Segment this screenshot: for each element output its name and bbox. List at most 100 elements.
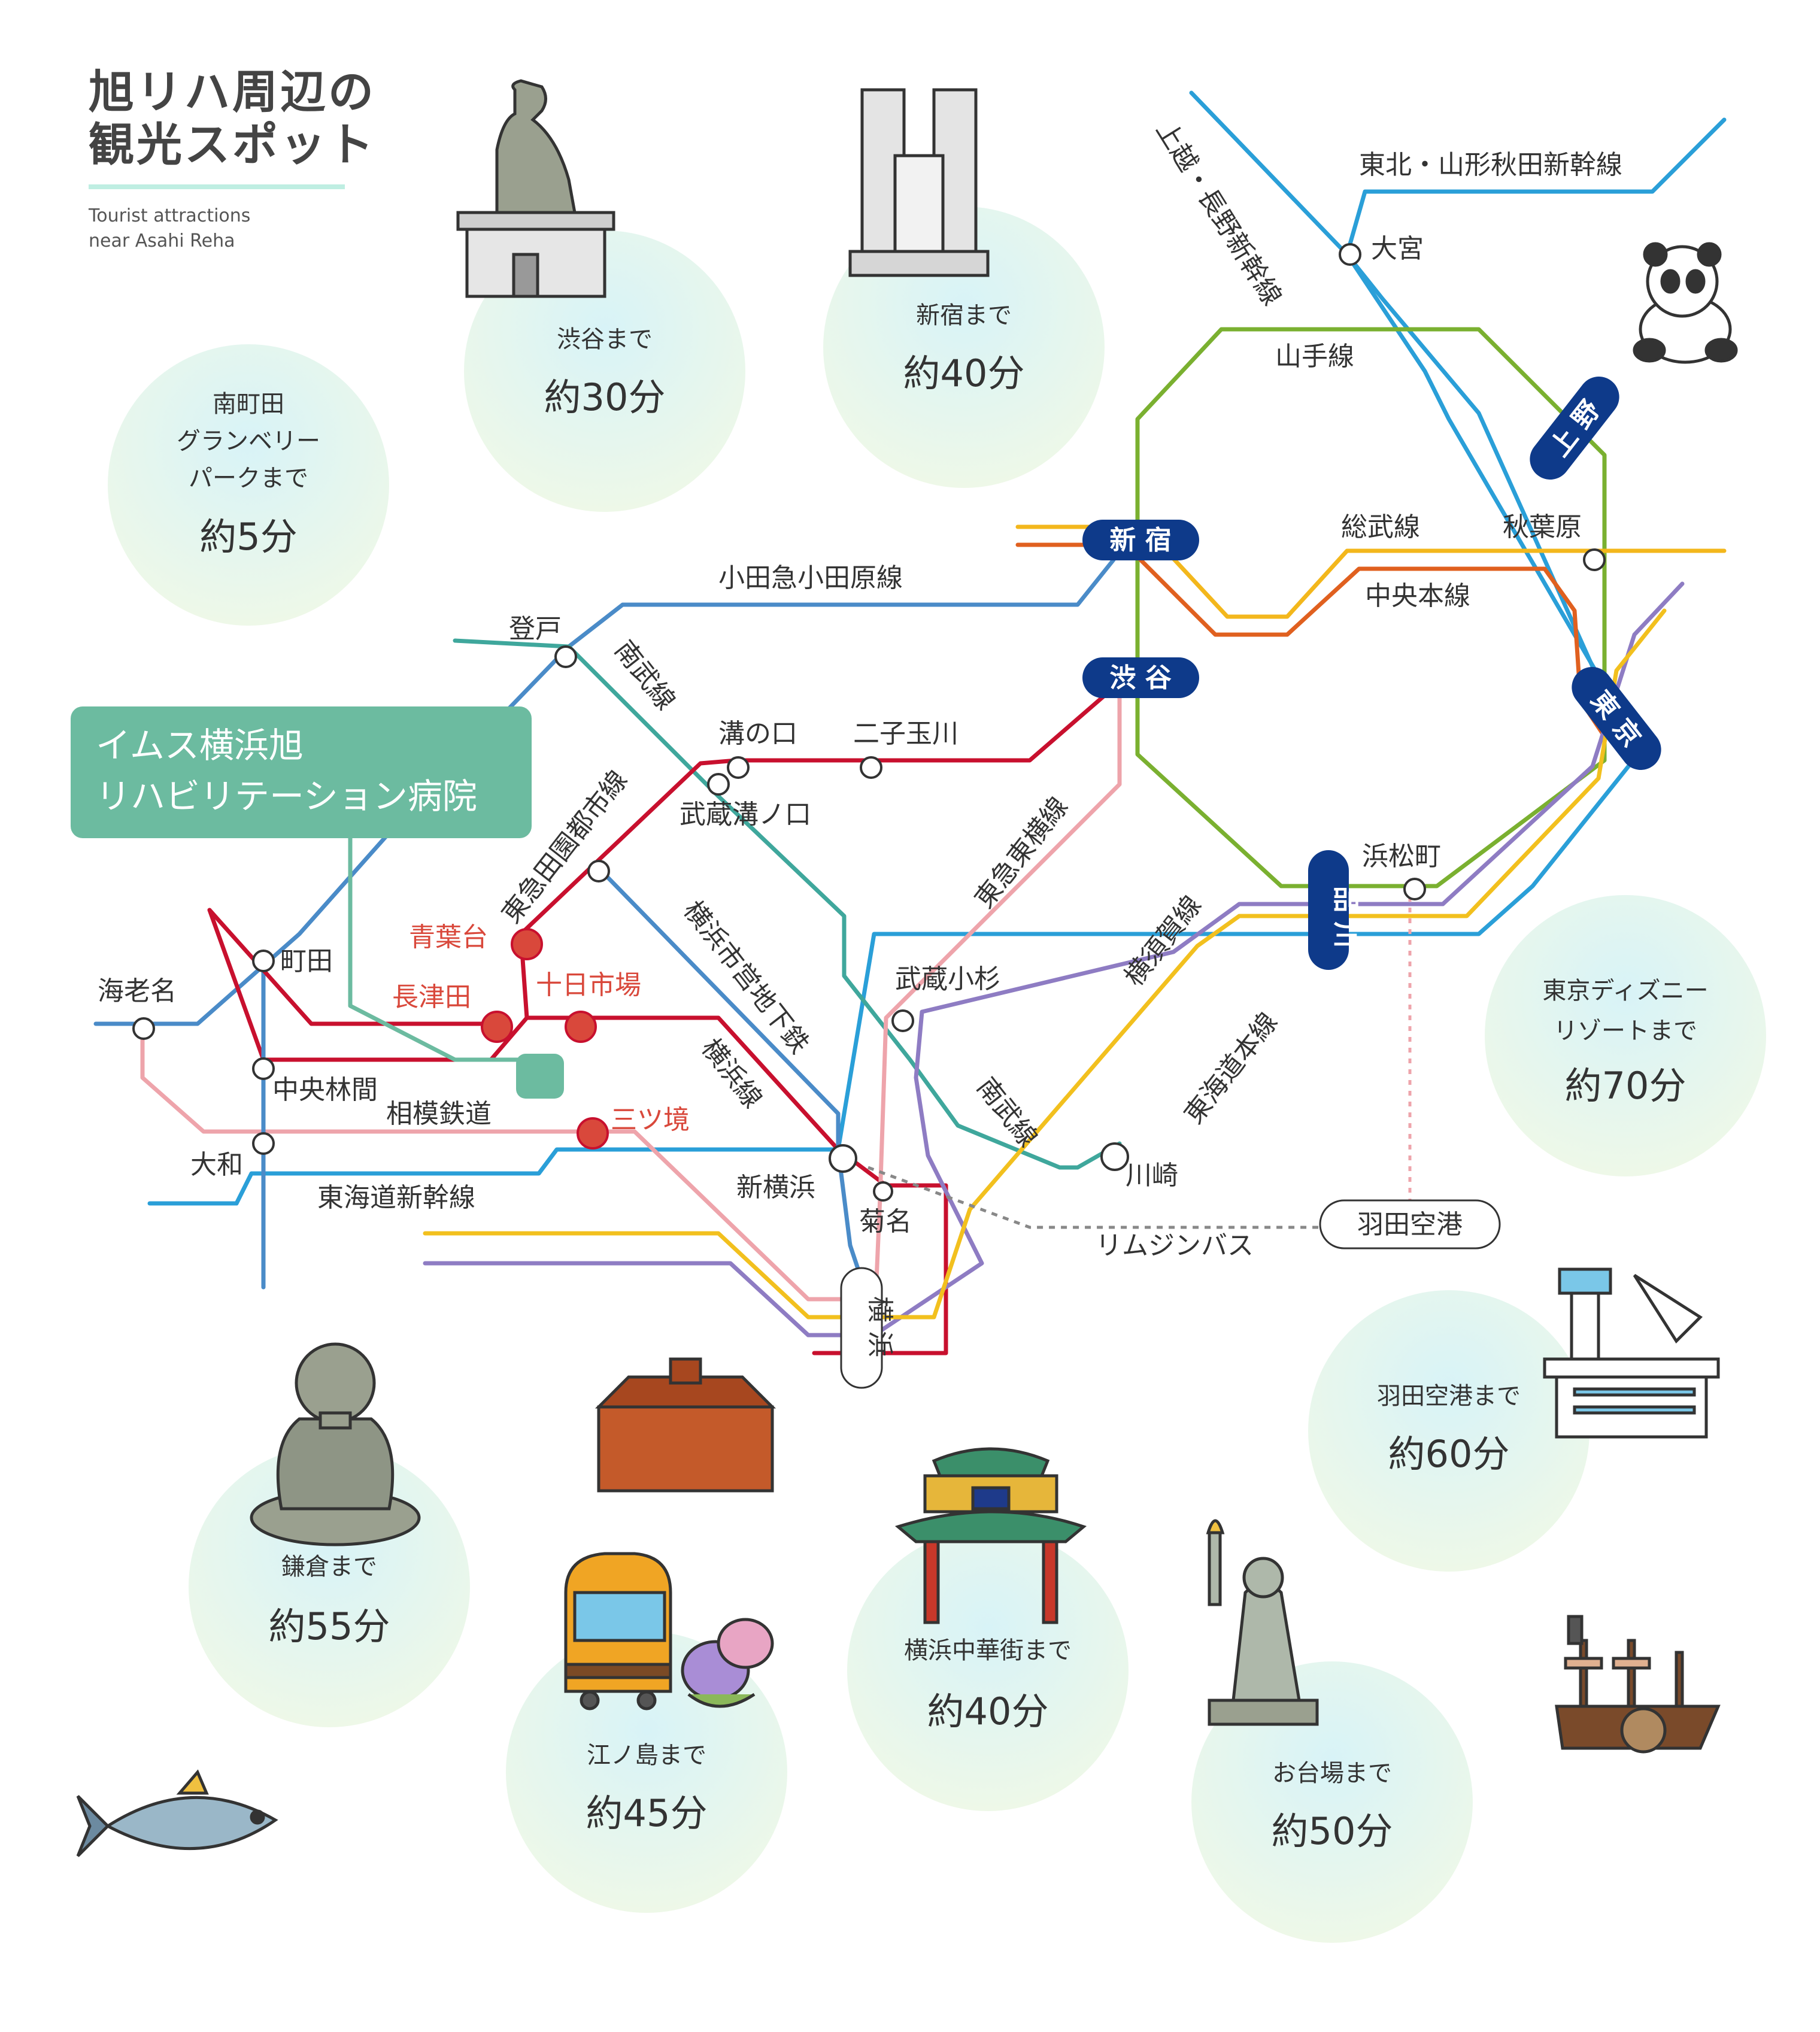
- station-akihabara[interactable]: [1583, 548, 1606, 571]
- spot-name-minamimachida-2: グランベリー: [177, 427, 320, 455]
- station-noborito[interactable]: [554, 645, 577, 668]
- line-kanagawa-red: [207, 908, 493, 1026]
- hospital-marker[interactable]: [516, 1054, 564, 1099]
- station-kikuna[interactable]: [873, 1181, 893, 1202]
- line-tohoku-shinkansen: [1345, 117, 1727, 257]
- spot-time-odaiba: 約50分: [1272, 1809, 1393, 1853]
- spot-name-odaiba: お台場まで: [1272, 1760, 1392, 1787]
- line-limousine: [867, 1166, 1335, 1229]
- spot-name-disney-2: リゾートまで: [1554, 1017, 1697, 1045]
- great-buddha-icon: [250, 1342, 421, 1546]
- station-label-chuorinkan: 中央林間: [272, 1075, 378, 1105]
- station-label-shinyokohama: 新横浜: [736, 1172, 815, 1203]
- station-label-noborito: 登戸: [509, 614, 562, 644]
- spot-bubble-disney: [1485, 895, 1766, 1176]
- station-chuorinkan[interactable]: [252, 1057, 275, 1080]
- station-machida[interactable]: [252, 950, 275, 972]
- subtitle-line1: Tourist attractions: [88, 205, 250, 226]
- tuna-fish-icon: [76, 1769, 278, 1857]
- government-building-icon: [848, 88, 990, 277]
- station-tokaichiba[interactable]: [565, 1011, 597, 1043]
- line-keihin-blue: [147, 252, 1655, 1206]
- station-ebina[interactable]: [132, 1017, 155, 1040]
- spot-time-shinjuku: 約40分: [903, 351, 1025, 395]
- spot-bubble-haneda: [1308, 1290, 1590, 1572]
- hub-yokohama[interactable]: [840, 1267, 883, 1389]
- spot-time-shibuya: 約30分: [544, 375, 666, 419]
- panda-icon: [1633, 242, 1738, 364]
- steamship-icon: [1555, 1615, 1721, 1754]
- spot-bubble-chinatown: [847, 1530, 1129, 1811]
- hospital-name-line2: リハビリテーション病院: [96, 776, 477, 817]
- line-label-sobu: 総武線: [1341, 512, 1420, 542]
- station-omiya[interactable]: [1339, 243, 1361, 266]
- station-label-futako: 二子玉川: [853, 718, 958, 749]
- red-brick-building-icon: [594, 1357, 776, 1493]
- statue-of-liberty-icon: [1206, 1519, 1319, 1726]
- spot-time-chinatown: 約40分: [927, 1690, 1049, 1733]
- station-musashikosugi[interactable]: [891, 1009, 914, 1032]
- line-label-nambu1: 南武線: [608, 635, 681, 715]
- spot-name-chinatown: 横浜中華街まで: [904, 1637, 1072, 1664]
- station-label-machida: 町田: [280, 946, 333, 976]
- hub-haneda[interactable]: [1319, 1199, 1501, 1249]
- line-label-shinkansen: 東海道新幹線: [317, 1182, 475, 1213]
- hachiko-statue-icon: [456, 79, 615, 298]
- station-subway-node[interactable]: [587, 860, 610, 882]
- hydrangea-icon: [681, 1618, 774, 1708]
- line-yokosuka: [423, 581, 1685, 1338]
- chinatown-gate-icon: [894, 1447, 1087, 1624]
- line-chuo: [1015, 542, 1607, 739]
- line-label-toyoko: 東急東横線: [969, 791, 1074, 914]
- spot-name-shinjuku: 新宿まで: [916, 302, 1012, 329]
- station-label-tokaichiba: 十日市場: [536, 970, 641, 1000]
- station-label-omiya: 大宮: [1371, 233, 1424, 264]
- line-label-nambu2: 南武線: [970, 1072, 1043, 1153]
- spot-time-kamakura: 約55分: [269, 1605, 390, 1648]
- station-label-akihabara: 秋葉原: [1503, 512, 1582, 542]
- hub-shibuya[interactable]: [1082, 657, 1199, 698]
- page-title-line1: 旭リハ周辺の: [89, 65, 376, 119]
- spot-name-enoshima: 江ノ島まで: [587, 1742, 706, 1769]
- hub-shinjuku[interactable]: [1082, 520, 1199, 560]
- spot-name-minamimachida-3: パークまで: [189, 465, 308, 492]
- station-mitsukyo[interactable]: [577, 1117, 609, 1150]
- line-joetsu-shinkansen: [1189, 90, 1631, 721]
- spot-time-minamimachida: 約5分: [199, 515, 297, 559]
- station-label-musashimizonokuchi: 武蔵溝ノ口: [680, 799, 811, 830]
- station-futako[interactable]: [860, 756, 882, 779]
- enoden-train-icon: [564, 1552, 672, 1710]
- subtitle-line2: near Asahi Reha: [89, 231, 235, 251]
- station-hamamatsucho[interactable]: [1403, 878, 1426, 900]
- hub-shinagawa[interactable]: [1308, 850, 1349, 970]
- line-label-subway: 横浜市営地下鉄: [677, 895, 815, 1059]
- station-label-kawasaki: 川崎: [1126, 1160, 1178, 1191]
- spot-name-minamimachida-1: 南町田: [213, 390, 284, 418]
- spot-bubble-minamimachida: [108, 344, 389, 626]
- station-aobadai[interactable]: [511, 928, 543, 960]
- station-kawasaki[interactable]: [1100, 1142, 1129, 1171]
- station-musashimizonokuchi[interactable]: [707, 773, 730, 796]
- station-shinyokohama[interactable]: [829, 1144, 857, 1173]
- spot-time-enoshima: 約45分: [586, 1791, 708, 1835]
- station-mizonokuchi[interactable]: [727, 756, 750, 779]
- station-label-hamamatsucho: 浜松町: [1362, 841, 1441, 872]
- hub-label-yokohama: 横 浜: [864, 1296, 895, 1357]
- station-yamato[interactable]: [252, 1132, 275, 1155]
- station-label-nagatsuta: 長津田: [392, 982, 471, 1012]
- station-label-musashikosugi: 武蔵小杉: [895, 964, 1000, 994]
- hospital-name-line1: イムス横浜旭: [96, 725, 304, 766]
- spot-time-haneda: 約60分: [1388, 1432, 1510, 1476]
- hub-label-shibuya: 渋 谷: [1109, 663, 1171, 693]
- station-nagatsuta[interactable]: [481, 1011, 513, 1043]
- line-label-yokosuka: 横須賀線: [1118, 890, 1208, 992]
- line-label-tohoku: 東北・山形秋田新幹線: [1359, 150, 1622, 180]
- line-label-joetsu: 上越・長野新幹線: [1150, 116, 1288, 311]
- station-label-ebina: 海老名: [98, 976, 177, 1006]
- line-sotetsu: [140, 1021, 870, 1302]
- hub-label-haneda: 羽田空港: [1357, 1209, 1463, 1240]
- station-label-kikuna: 菊名: [859, 1206, 912, 1237]
- line-label-yamanote: 山手線: [1275, 341, 1354, 372]
- hospital-callout[interactable]: [71, 706, 532, 838]
